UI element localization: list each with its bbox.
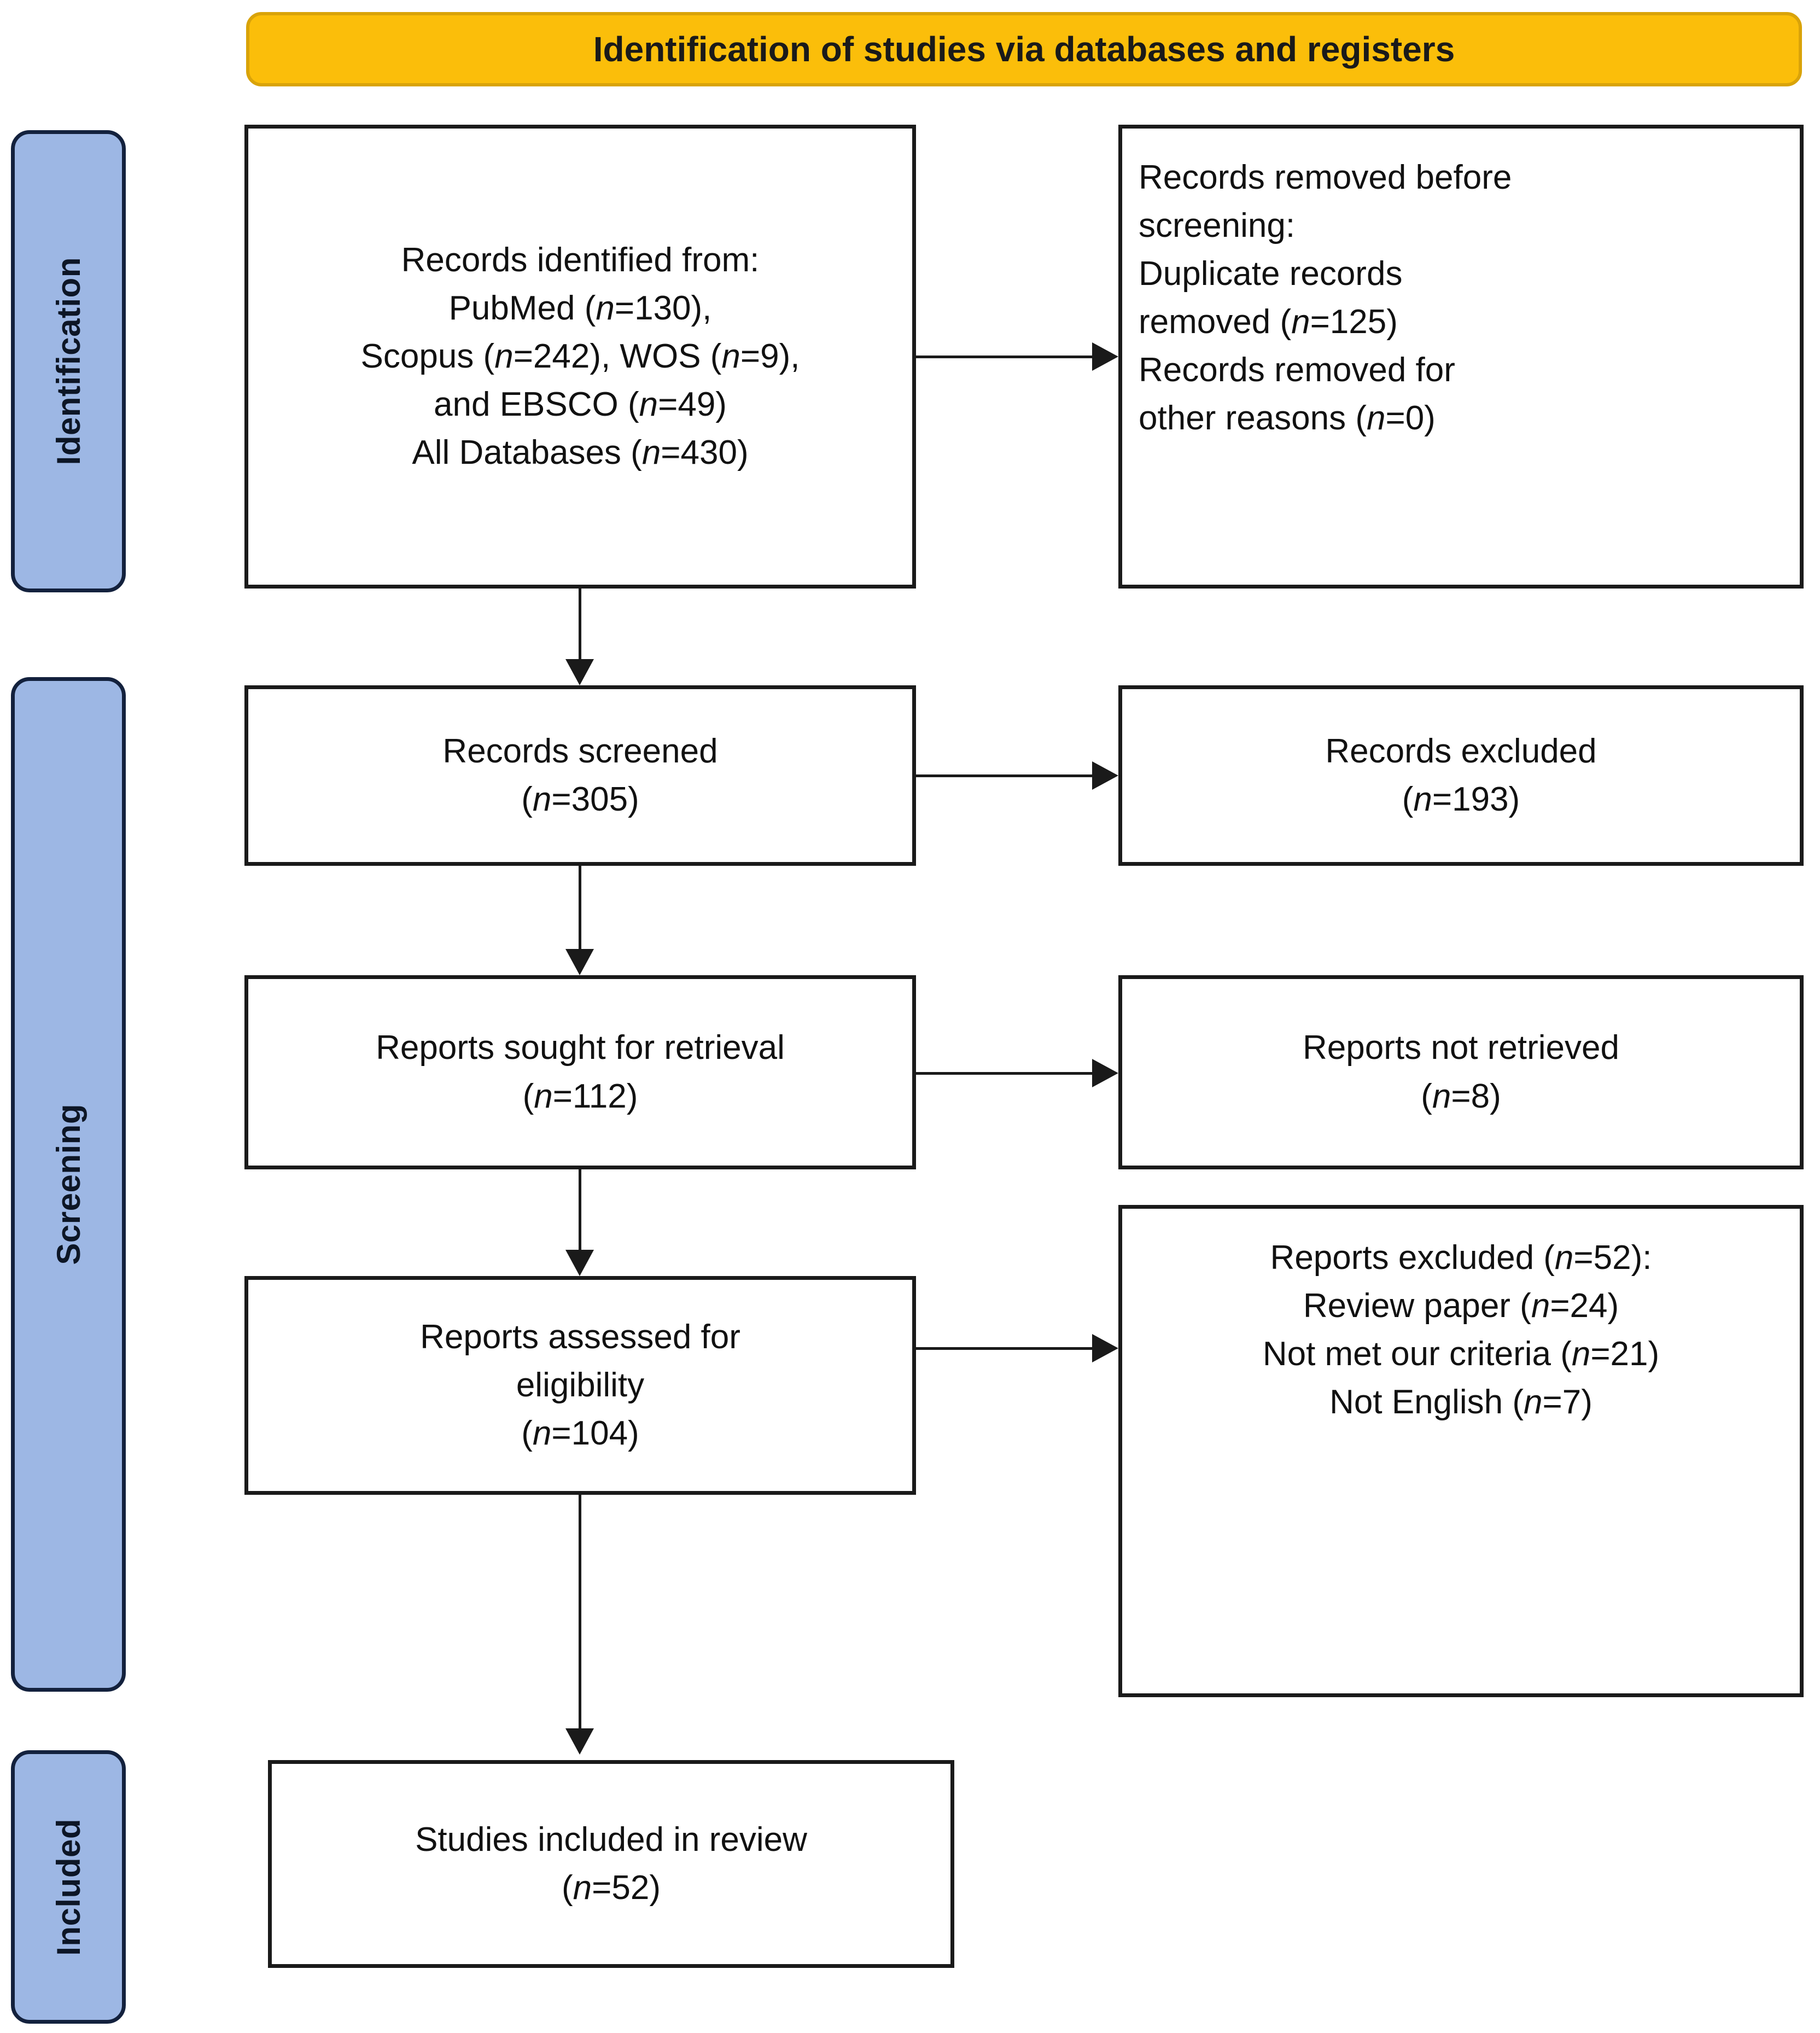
box-reports-excluded-text: Reports excluded (n=52):Review paper (n=… xyxy=(1262,1239,1660,1422)
connector-sought-to-not-retrieved xyxy=(916,1072,1092,1075)
connector-assessed-to-included xyxy=(579,1495,581,1730)
box-reports-sought-for-retrieval: Reports sought for retrieval(n=112) xyxy=(244,975,916,1169)
arrowhead-identified-to-screened xyxy=(565,659,594,685)
phase-label-included: Included xyxy=(50,1818,87,1956)
connector-identified-to-screened xyxy=(579,589,581,661)
arrowhead-identified-to-removed xyxy=(1092,342,1118,371)
phase-label-screening: Screening xyxy=(50,1104,87,1265)
diagram-title: Identification of studies via databases … xyxy=(593,29,1455,69)
box-records-identified: Records identified from:PubMed (n=130),S… xyxy=(244,125,916,589)
box-records-excluded-text: Records excluded(n=193) xyxy=(1325,732,1597,818)
phase-label-identification: Identification xyxy=(50,257,87,465)
connector-screened-to-sought xyxy=(579,866,581,951)
arrowhead-sought-to-not-retrieved xyxy=(1092,1059,1118,1087)
box-studies-included-in-review: Studies included in review(n=52) xyxy=(268,1760,954,1968)
box-reports-not-retrieved-text: Reports not retrieved(n=8) xyxy=(1303,1029,1619,1115)
arrowhead-sought-to-assessed xyxy=(565,1250,594,1276)
box-records-excluded: Records excluded(n=193) xyxy=(1118,685,1804,866)
arrowhead-screened-to-excluded xyxy=(1092,761,1118,790)
connector-assessed-to-reports-excluded xyxy=(916,1347,1092,1350)
phase-bar-screening: Screening xyxy=(11,677,126,1692)
box-records-screened-text: Records screened(n=305) xyxy=(442,732,718,818)
diagram-title-banner: Identification of studies via databases … xyxy=(246,12,1802,86)
connector-identified-to-removed xyxy=(916,356,1092,358)
box-reports-not-retrieved: Reports not retrieved(n=8) xyxy=(1118,975,1804,1169)
box-records-screened: Records screened(n=305) xyxy=(244,685,916,866)
connector-sought-to-assessed xyxy=(579,1169,581,1251)
box-reports-sought-for-retrieval-text: Reports sought for retrieval(n=112) xyxy=(376,1029,785,1115)
box-reports-excluded: Reports excluded (n=52):Review paper (n=… xyxy=(1118,1205,1804,1697)
box-studies-included-in-review-text: Studies included in review(n=52) xyxy=(415,1820,807,1907)
box-records-identified-text: Records identified from:PubMed (n=130),S… xyxy=(360,241,800,472)
phase-bar-identification: Identification xyxy=(11,130,126,592)
phase-bar-included: Included xyxy=(11,1750,126,2024)
arrowhead-assessed-to-included xyxy=(565,1728,594,1755)
arrowhead-assessed-to-reports-excluded xyxy=(1092,1334,1118,1362)
arrowhead-screened-to-sought xyxy=(565,949,594,975)
connector-screened-to-excluded xyxy=(916,774,1092,777)
